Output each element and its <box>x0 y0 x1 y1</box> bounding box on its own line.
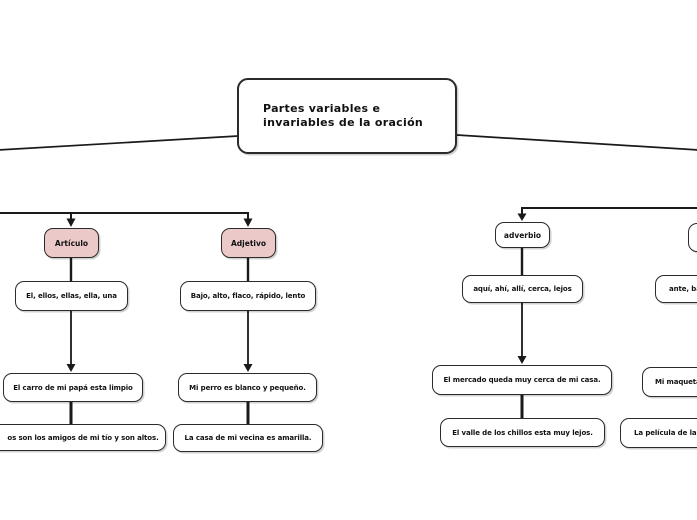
edge-root-left <box>0 135 239 151</box>
arrowhead-articulo-s1 <box>66 364 76 372</box>
root-title-line1: Partes variables e <box>263 101 381 115</box>
rail-left <box>0 212 249 219</box>
node-category-articulo[interactable]: Artículo <box>44 228 99 258</box>
root-title-line2: invariables de la oración <box>263 116 424 129</box>
node-sentence1-adjetivo[interactable]: Mi perro es blanco y pequeño. <box>178 373 317 402</box>
node-sentence1-cutoff[interactable]: Mi maqueta <box>642 367 697 397</box>
node-sentence2-articulo[interactable]: os son los amigos de mi tío y son altos. <box>0 424 166 451</box>
node-category-cutoff[interactable] <box>688 223 697 252</box>
edge-root-right <box>456 134 697 151</box>
rail-right <box>521 207 697 214</box>
root-title: Partes variables e invariables de la ora… <box>263 102 423 131</box>
node-category-adjetivo[interactable]: Adjetivo <box>221 228 276 258</box>
arrowhead-adverbio-s1 <box>517 356 527 364</box>
node-sentence2-adverbio[interactable]: El valle de los chillos esta muy lejos. <box>440 418 605 447</box>
node-examples-cutoff[interactable]: ante, ba <box>655 275 697 303</box>
node-category-adverbio[interactable]: adverbio <box>495 222 550 248</box>
node-examples-adverbio[interactable]: aquí, ahí, allí, cerca, lejos <box>462 275 583 303</box>
node-sentence2-cutoff[interactable]: La película de la <box>620 418 697 448</box>
arrowhead-adjetivo-s1 <box>243 364 253 372</box>
arrowhead-articulo <box>66 218 76 227</box>
node-examples-articulo[interactable]: El, ellos, ellas, ella, una <box>15 281 128 311</box>
root-node[interactable]: Partes variables e invariables de la ora… <box>237 78 457 154</box>
node-sentence2-adjetivo[interactable]: La casa de mi vecina es amarilla. <box>173 424 323 452</box>
node-sentence1-articulo[interactable]: El carro de mi papá esta limpio <box>3 373 143 402</box>
node-sentence1-adverbio[interactable]: El mercado queda muy cerca de mi casa. <box>432 365 612 395</box>
node-examples-adjetivo[interactable]: Bajo, alto, flaco, rápido, lento <box>180 281 316 311</box>
arrowhead-adverbio <box>517 213 527 221</box>
arrowhead-adjetivo <box>243 218 253 227</box>
